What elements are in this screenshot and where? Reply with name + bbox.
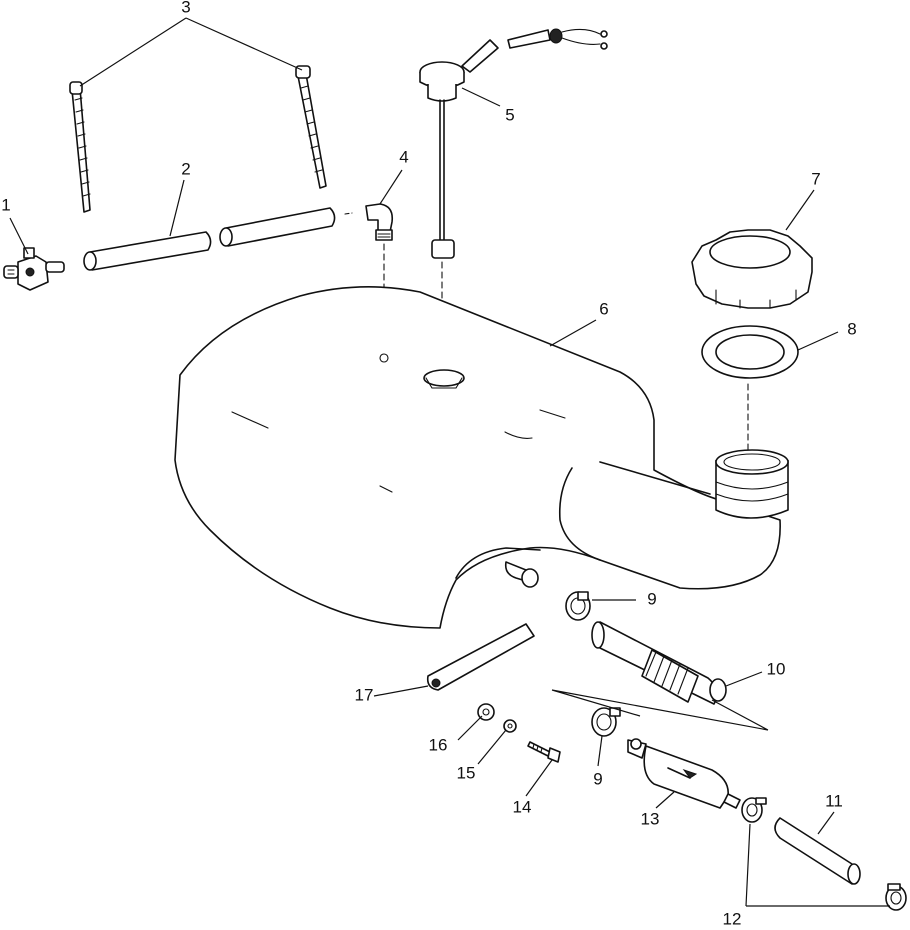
callout-5: 5 (505, 105, 514, 124)
filler-neck (715, 449, 789, 519)
part-10-hose-bellows (591, 621, 727, 705)
callout-11: 11 (825, 791, 843, 810)
callout-14: 14 (513, 797, 532, 816)
part-7-filler-cap (691, 229, 813, 309)
callout-9-lower: 9 (593, 769, 602, 788)
part-14-bolt (527, 741, 561, 763)
callouts: 1 2 3 4 5 6 7 8 9 10 9 11 12 13 14 15 16… (1, 0, 856, 928)
callout-12: 12 (723, 909, 742, 928)
part-1-valve (3, 247, 65, 291)
callout-10: 10 (767, 659, 786, 678)
callout-1: 1 (1, 195, 10, 214)
part-13-fuel-filter (627, 738, 741, 809)
callout-2: 2 (181, 159, 190, 178)
part-11-outlet-hose (774, 817, 861, 885)
part-15-lock-washer (503, 719, 517, 733)
leader-lines (9, 17, 890, 907)
callout-4: 4 (399, 147, 408, 166)
part-9-clamp-lower (591, 707, 621, 737)
callout-15: 15 (457, 763, 476, 782)
callout-3: 3 (181, 0, 190, 16)
part-3-straps (69, 65, 327, 213)
part-2-hoses (83, 207, 353, 271)
callout-13: 13 (641, 809, 660, 828)
part-17-bracket (426, 623, 535, 691)
part-12-small-clamps (741, 797, 907, 911)
callout-9-upper: 9 (647, 589, 656, 608)
part-9-clamp-upper (504, 561, 591, 621)
callout-17: 17 (355, 685, 374, 704)
part-8-gasket (701, 325, 799, 451)
callout-16: 16 (429, 735, 448, 754)
callout-8: 8 (847, 319, 856, 338)
callout-6: 6 (599, 299, 608, 318)
callout-7: 7 (811, 169, 820, 188)
part-5-fuel-sender (419, 28, 608, 361)
part-6-fuel-tank (174, 286, 781, 629)
